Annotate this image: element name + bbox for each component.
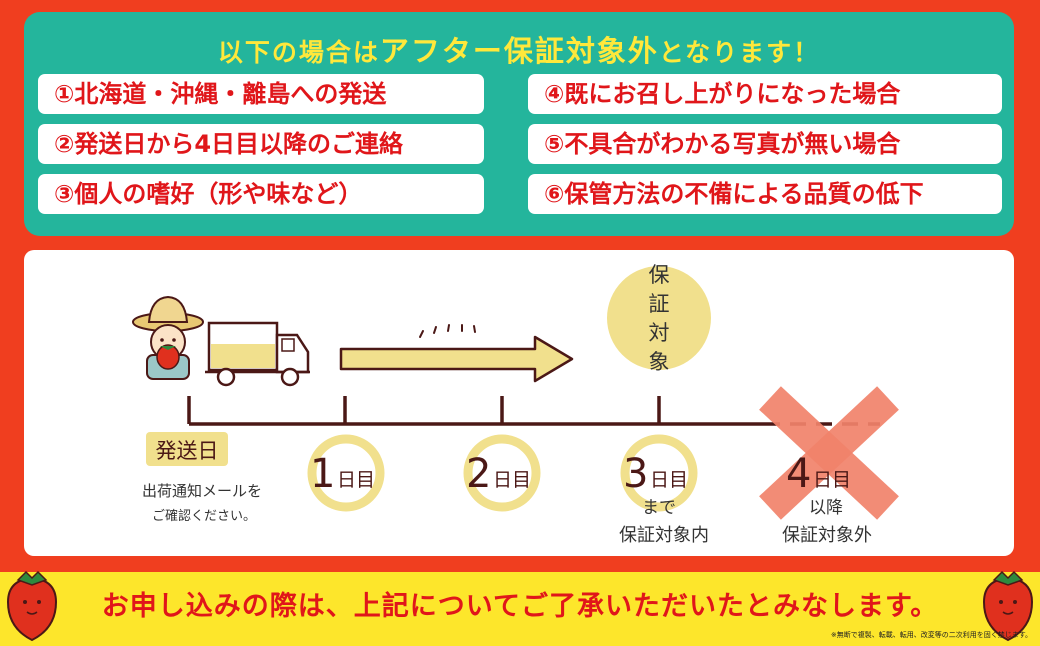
copyright-note: ※無断で複製、転載、転用、改変等の二次利用を固く禁じます。 <box>830 631 1032 639</box>
day2-ring <box>463 434 541 512</box>
condition-2: ②発送日から4日目以降のご連絡 <box>38 124 484 164</box>
acceptance-message: お申し込みの際は、上記についてご了承いただいたとみなします。 <box>101 591 939 622</box>
day3-covered: 保証対象内 <box>619 525 709 546</box>
exclusion-title: 以下の場合はアフター保証対象外となります！ <box>24 28 1014 70</box>
badge-char-3: 対 <box>649 321 670 345</box>
condition-6: ⑥保管方法の不備による品質の低下 <box>528 174 1002 214</box>
ship-day-highlight <box>146 432 228 466</box>
ship-note-line1: 出荷通知メールを <box>142 482 262 500</box>
day4-excluded: 保証対象外 <box>782 525 872 546</box>
day1-ring <box>307 434 385 512</box>
day3-unit: 日目 <box>650 469 688 491</box>
day2-number: 2 <box>466 451 491 497</box>
badge-char-2: 証 <box>649 292 670 316</box>
day4-after: 以降 <box>809 498 843 518</box>
title-emphasis: アフター保証対象外 <box>379 34 659 68</box>
day4-unit: 日目 <box>813 469 851 491</box>
excluded-cross-icon <box>759 386 899 520</box>
day3-until: まで <box>642 498 676 518</box>
condition-4: ④既にお召し上がりになった場合 <box>528 74 1002 114</box>
ship-day-label: 発送日 <box>156 439 219 463</box>
title-suffix: となります！ <box>658 38 821 67</box>
day4-number: 4 <box>786 451 811 497</box>
day3-number: 3 <box>623 451 648 497</box>
badge-char-4: 象 <box>649 350 670 374</box>
truck-icon <box>205 321 310 387</box>
day2-unit: 日目 <box>493 469 531 491</box>
guarantee-badge <box>607 266 711 370</box>
badge-char-1: 保 <box>649 263 670 287</box>
arrow-icon <box>339 324 574 383</box>
condition-3: ③個人の嗜好（形や味など） <box>38 174 484 214</box>
day1-unit: 日目 <box>337 469 375 491</box>
footer-band <box>0 572 1040 646</box>
ship-note-line2: ご確認ください。 <box>152 508 256 524</box>
condition-5: ⑤不具合がわかる写真が無い場合 <box>528 124 1002 164</box>
condition-1: ①北海道・沖縄・離島への発送 <box>38 74 484 114</box>
farmer-icon <box>132 295 204 380</box>
day3-ring <box>620 434 698 512</box>
title-prefix: 以下の場合は <box>217 38 380 67</box>
day1-number: 1 <box>310 451 335 497</box>
